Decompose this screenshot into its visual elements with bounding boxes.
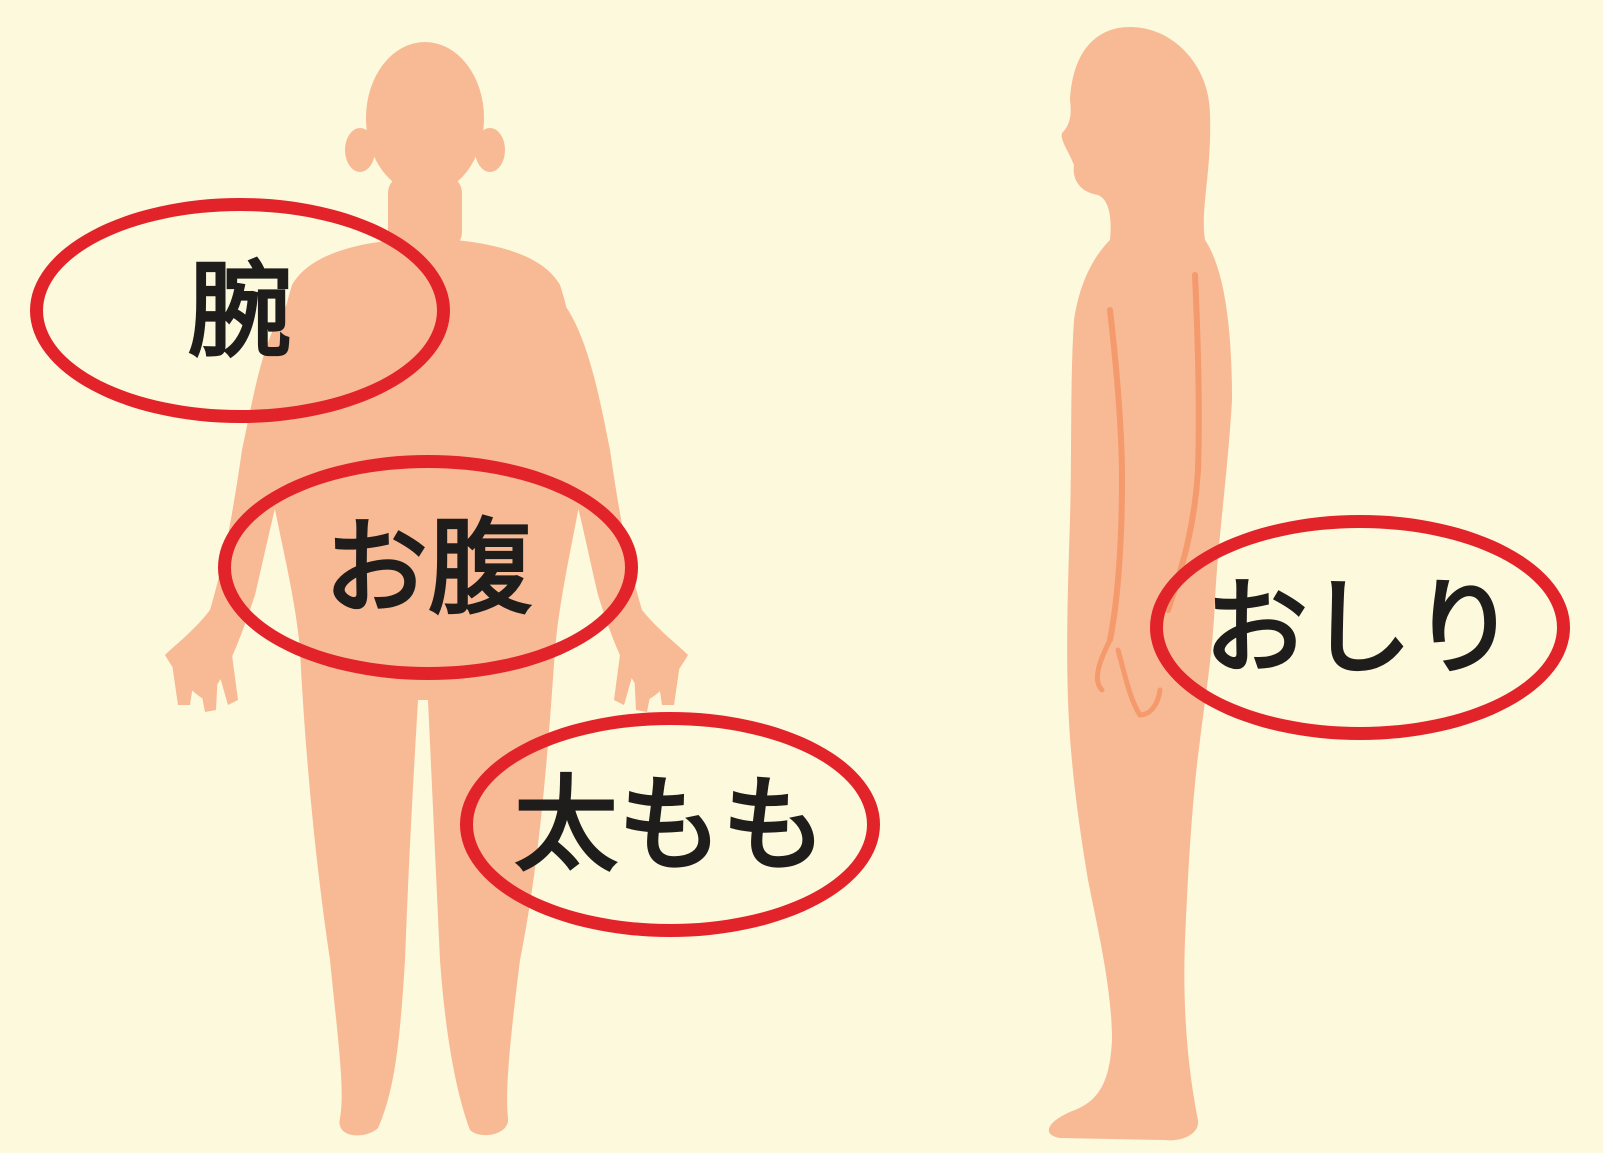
thigh-label: 太もも (513, 763, 826, 886)
belly-label-ring: お腹 (218, 455, 638, 680)
side-figure (1048, 26, 1232, 1141)
buttocks-label: おしり (1203, 566, 1516, 689)
thigh-label-ring: 太もも (460, 712, 880, 937)
arm-label-ring: 腕 (30, 198, 450, 423)
arm-label: 腕 (187, 249, 292, 372)
buttocks-label-ring: おしり (1150, 515, 1570, 740)
belly-label: お腹 (323, 506, 532, 629)
